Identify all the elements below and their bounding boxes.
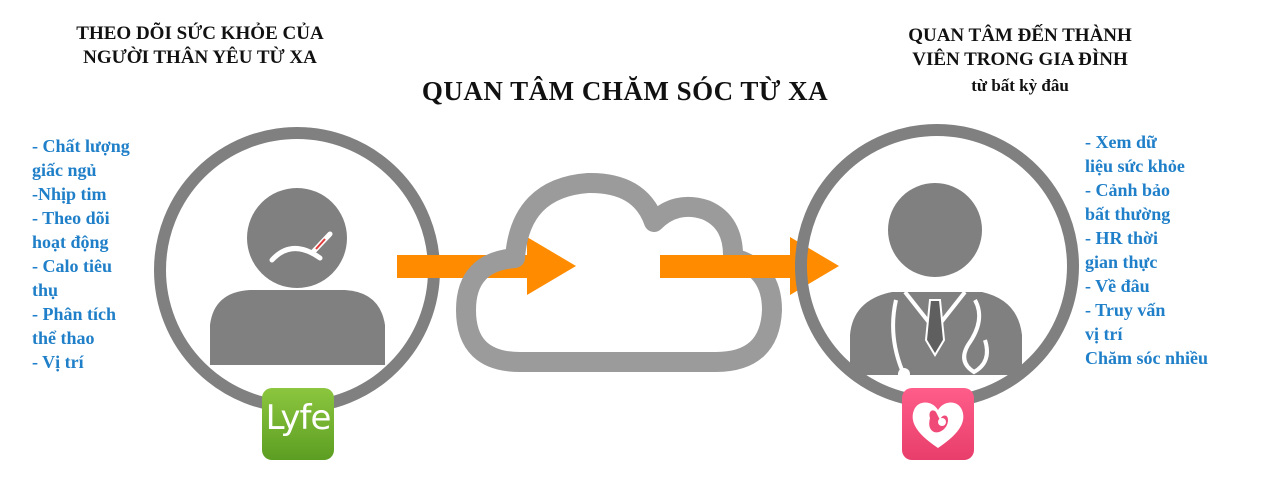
right-heading-subtitle: từ bất kỳ đâu: [971, 76, 1069, 95]
list-item: - Phân tích: [32, 304, 117, 324]
right-heading-line-2: VIÊN TRONG GIA ĐÌNH: [912, 49, 1128, 70]
list-item: - Truy vấn: [1085, 300, 1166, 320]
list-item: - Về đâu: [1085, 276, 1150, 296]
list-item: - Cảnh bảo: [1085, 180, 1171, 200]
list-item: thể thao: [32, 328, 95, 348]
list-item: bất thường: [1085, 204, 1171, 224]
list-item: gian thực: [1085, 252, 1158, 272]
list-item: - Theo dõi: [32, 208, 110, 228]
list-item: Chăm sóc nhiều: [1085, 348, 1209, 368]
left-heading-line-1: THEO DÕI SỨC KHỎE CỦA: [76, 23, 324, 44]
right-heading-line-1: QUAN TÂM ĐẾN THÀNH: [908, 25, 1132, 46]
list-item: - Vị trí: [32, 352, 84, 372]
arrow-right-icon: [660, 237, 839, 295]
heart-hand-icon: [912, 402, 964, 448]
lyfe-app-icon[interactable]: Lyfe: [262, 388, 334, 460]
list-item: hoạt động: [32, 232, 109, 252]
left-feature-list: - Chất lượng giấc ngủ -Nhịp tim - Theo d…: [32, 134, 130, 374]
left-heading: THEO DÕI SỨC KHỎE CỦA NGƯỜI THÂN YÊU TỪ …: [40, 22, 360, 70]
list-item: liệu sức khỏe: [1085, 156, 1185, 176]
list-item: - Calo tiêu: [32, 256, 112, 276]
cloud-icon: [456, 172, 782, 372]
doctor-icon: [795, 124, 1079, 408]
page-title: QUAN TÂM CHĂM SÓC TỪ XA: [421, 76, 829, 106]
list-item: - Xem dữ: [1085, 132, 1157, 152]
care-heart-app-icon[interactable]: [902, 388, 974, 460]
list-item: thụ: [32, 280, 59, 300]
lyfe-app-label: Lyfe: [265, 398, 332, 438]
right-heading: QUAN TÂM ĐẾN THÀNH VIÊN TRONG GIA ĐÌNH t…: [870, 24, 1170, 98]
left-heading-line-2: NGƯỜI THÂN YÊU TỪ XA: [83, 47, 317, 68]
list-item: -Nhịp tim: [32, 184, 107, 204]
list-item: - Chất lượng: [32, 136, 130, 156]
list-item: vị trí: [1085, 324, 1123, 344]
right-feature-list: - Xem dữ liệu sức khỏe - Cảnh bảo bất th…: [1085, 130, 1208, 370]
sick-person-icon: [154, 127, 440, 413]
list-item: - HR thời: [1085, 228, 1158, 248]
list-item: giấc ngủ: [32, 160, 97, 180]
